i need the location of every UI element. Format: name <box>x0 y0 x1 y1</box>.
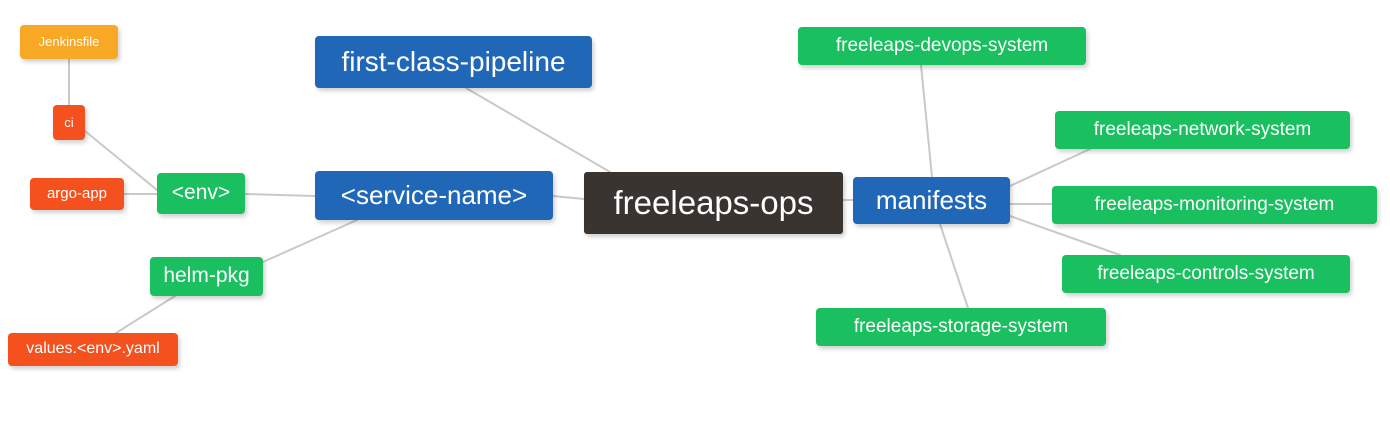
node-freeleaps-controls-system[interactable]: freeleaps-controls-system <box>1062 255 1350 293</box>
edge-service-name-to-freeleaps-ops <box>552 195 585 200</box>
edge-values-yaml-to-helm-pkg <box>115 295 176 334</box>
edge-manifests-to-freeleaps-storage-system <box>939 223 969 309</box>
node-manifests[interactable]: manifests <box>853 177 1010 224</box>
node-service-name[interactable]: <service-name> <box>315 171 553 220</box>
node-jenkinsfile[interactable]: Jenkinsfile <box>20 25 118 59</box>
edge-manifests-to-freeleaps-devops-system <box>920 64 933 178</box>
node-argo-app[interactable]: argo-app <box>30 178 124 210</box>
node-freeleaps-storage-system[interactable]: freeleaps-storage-system <box>816 308 1106 346</box>
node-freeleaps-ops[interactable]: freeleaps-ops <box>584 172 843 234</box>
node-env[interactable]: <env> <box>157 173 245 214</box>
node-helm-pkg[interactable]: helm-pkg <box>150 257 263 296</box>
node-ci[interactable]: ci <box>53 105 85 140</box>
node-freeleaps-monitoring-system[interactable]: freeleaps-monitoring-system <box>1052 186 1377 224</box>
edge-env-to-service-name <box>244 193 316 197</box>
edge-manifests-to-freeleaps-network-system <box>1009 148 1091 187</box>
edge-first-class-pipeline-to-freeleaps-ops <box>465 87 611 173</box>
node-first-class-pipeline[interactable]: first-class-pipeline <box>315 36 592 88</box>
node-values-yaml[interactable]: values.<env>.yaml <box>8 333 178 366</box>
node-freeleaps-devops-system[interactable]: freeleaps-devops-system <box>798 27 1086 65</box>
node-freeleaps-network-system[interactable]: freeleaps-network-system <box>1055 111 1350 149</box>
edge-helm-pkg-to-service-name <box>262 219 358 263</box>
